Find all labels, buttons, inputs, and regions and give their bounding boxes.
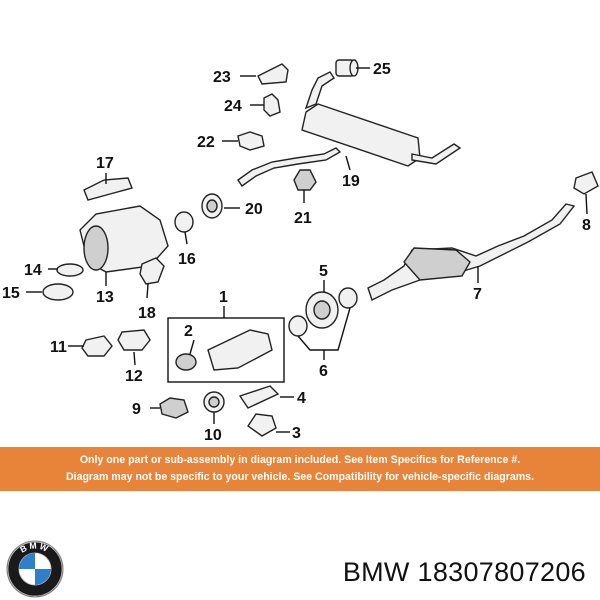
part-2-clamp	[175, 353, 197, 371]
part-6-gasket-right	[338, 287, 358, 309]
part-19-intermediate-pipe	[237, 147, 342, 187]
callout-4: 4	[297, 390, 306, 407]
part-3-bracket	[247, 413, 277, 437]
part-16-gasket	[174, 211, 194, 233]
callout-20: 20	[245, 201, 263, 218]
part-7-front-pipe	[367, 203, 576, 301]
disclaimer-line-2: Diagram may not be specific to your vehi…	[65, 471, 535, 483]
callout-6: 6	[319, 363, 328, 380]
callout-12: 12	[125, 368, 143, 385]
part-7-converter-body	[403, 247, 471, 281]
part-5-flange-inner	[313, 300, 331, 320]
callout-13: 13	[96, 289, 114, 306]
callout-2: 2	[184, 323, 193, 340]
callout-9: 9	[132, 401, 141, 418]
bmw-logo-icon: BMW	[6, 540, 64, 598]
callout-7: 7	[473, 286, 482, 303]
part-15-clamp	[42, 283, 74, 301]
part-4-heat-shield	[238, 385, 280, 409]
part-1-group-box	[167, 317, 285, 383]
callout-5: 5	[319, 263, 328, 280]
callout-3: 3	[292, 425, 301, 442]
callout-1: 1	[219, 289, 228, 306]
part-12-flange	[117, 329, 151, 351]
callout-11: 11	[50, 339, 67, 356]
callout-24: 24	[224, 98, 242, 115]
part-2-flex-pipe	[207, 329, 273, 371]
part-23-heat-shield	[257, 63, 289, 85]
callout-21: 21	[294, 210, 312, 227]
logo-lettering: BMW	[18, 541, 49, 555]
part-number: 18307807206	[417, 557, 586, 587]
callout-8: 8	[582, 217, 591, 234]
callout-10: 10	[204, 427, 222, 444]
part-9-sensor	[159, 397, 189, 419]
part-19-tailpipe-up	[304, 71, 335, 110]
part-13-converter-face	[83, 225, 109, 271]
exhaust-parts-diagram: 23 25 24 22 19 21 20 17 13 16 18 14 15 1…	[2, 59, 599, 444]
part-24-bracket	[263, 93, 281, 117]
callout-25: 25	[373, 61, 391, 78]
part-20-clamp-inner	[206, 199, 218, 213]
svg-text:BMW: BMW	[18, 541, 51, 555]
callout-22: 22	[197, 134, 215, 151]
part-number-label: BMW 18307807206	[343, 557, 586, 588]
part-19-tailpipe-right	[411, 143, 462, 165]
part-11-flange	[81, 335, 113, 357]
callout-18: 18	[138, 305, 156, 322]
part-21-mount	[293, 169, 317, 191]
disclaimer-line-1: Only one part or sub-assembly in diagram…	[79, 454, 521, 466]
part-18-bracket	[139, 257, 165, 285]
part-8-tip	[573, 171, 599, 195]
part-6-gasket-left	[288, 315, 308, 337]
brand-name: BMW	[342, 557, 410, 587]
callout-16: 16	[178, 251, 196, 268]
callout-15: 15	[2, 285, 20, 302]
part-17-heat-shield	[83, 177, 133, 201]
callout-14: 14	[24, 262, 42, 279]
disclaimer-banner: Only one part or sub-assembly in diagram…	[0, 447, 600, 491]
callout-19: 19	[342, 173, 360, 190]
part-10-clamp-inner	[208, 396, 220, 408]
part-22-hanger	[237, 131, 265, 151]
callout-17: 17	[96, 155, 114, 172]
callout-23: 23	[213, 69, 231, 86]
part-14-gasket	[56, 263, 84, 277]
